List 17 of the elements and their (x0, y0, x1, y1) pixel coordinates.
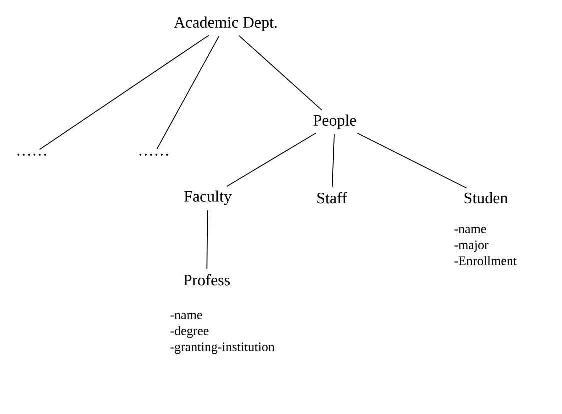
node-label: Academic Dept. (174, 16, 277, 32)
node-label: …… (18, 154, 46, 156)
node-label: Faculty (184, 190, 232, 206)
attribute-list: -name -degree -granting-institution (170, 313, 275, 354)
connector-line (226, 133, 316, 187)
connector-line (357, 132, 468, 189)
node-label: Profess (184, 274, 230, 286)
connector-line (206, 210, 208, 270)
node-label: …… (140, 154, 168, 156)
connector-line (39, 35, 210, 150)
node-label: Staff (318, 192, 348, 204)
node-label: Studen (464, 192, 508, 204)
connector-line (332, 134, 335, 188)
attribute-list: -name -major -Enrollment (454, 227, 517, 266)
connector-line (238, 35, 322, 111)
node-label: People (314, 114, 356, 130)
connector-line (156, 36, 220, 150)
